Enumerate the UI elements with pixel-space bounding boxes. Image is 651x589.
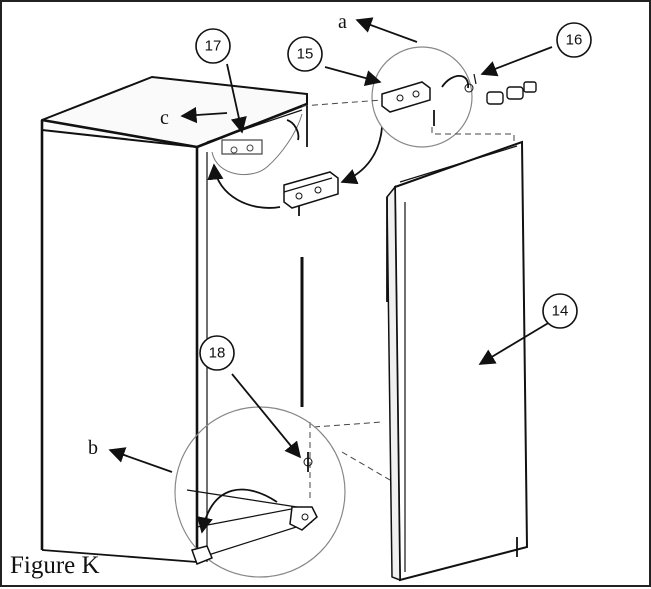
fridge-cabinet [40, 75, 313, 563]
arrow-16 [480, 46, 553, 77]
callout-16-text: 16 [566, 32, 583, 49]
callout-17: 17 [195, 28, 231, 64]
arrow-17 [226, 63, 247, 134]
arrow-b [108, 447, 173, 473]
fridge-door [386, 140, 529, 582]
callout-16: 16 [556, 22, 592, 58]
callout-18: 18 [199, 335, 235, 371]
callout-15: 15 [287, 36, 323, 72]
top-detail-circle [371, 46, 477, 148]
figure-caption: Figure K [10, 552, 100, 579]
arrow-14 [478, 321, 551, 365]
arrow-c [180, 106, 228, 124]
callout-14: 14 [542, 293, 578, 329]
hinge-bracket [283, 171, 339, 216]
callout-17-text: 17 [205, 38, 222, 55]
screws [486, 81, 537, 105]
callout-18-text: 18 [209, 345, 226, 362]
arrow-a [355, 17, 418, 43]
bottom-detail-circle [174, 406, 346, 578]
dash-top-pin [431, 127, 515, 147]
label-b: b [88, 437, 98, 459]
arrow-18 [231, 373, 302, 459]
dash-bottom-top [313, 421, 383, 428]
label-c: c [160, 107, 169, 129]
arrow-hinge-to-detail [340, 126, 383, 185]
arrow-hinge-to-cabinet [207, 163, 281, 209]
label-a: a [338, 11, 347, 33]
callout-14-text: 14 [552, 303, 569, 320]
dash-bottom-diag [341, 451, 403, 488]
dash-top-line [301, 99, 383, 107]
arrow-15 [324, 66, 382, 86]
callout-15-text: 15 [297, 46, 314, 63]
